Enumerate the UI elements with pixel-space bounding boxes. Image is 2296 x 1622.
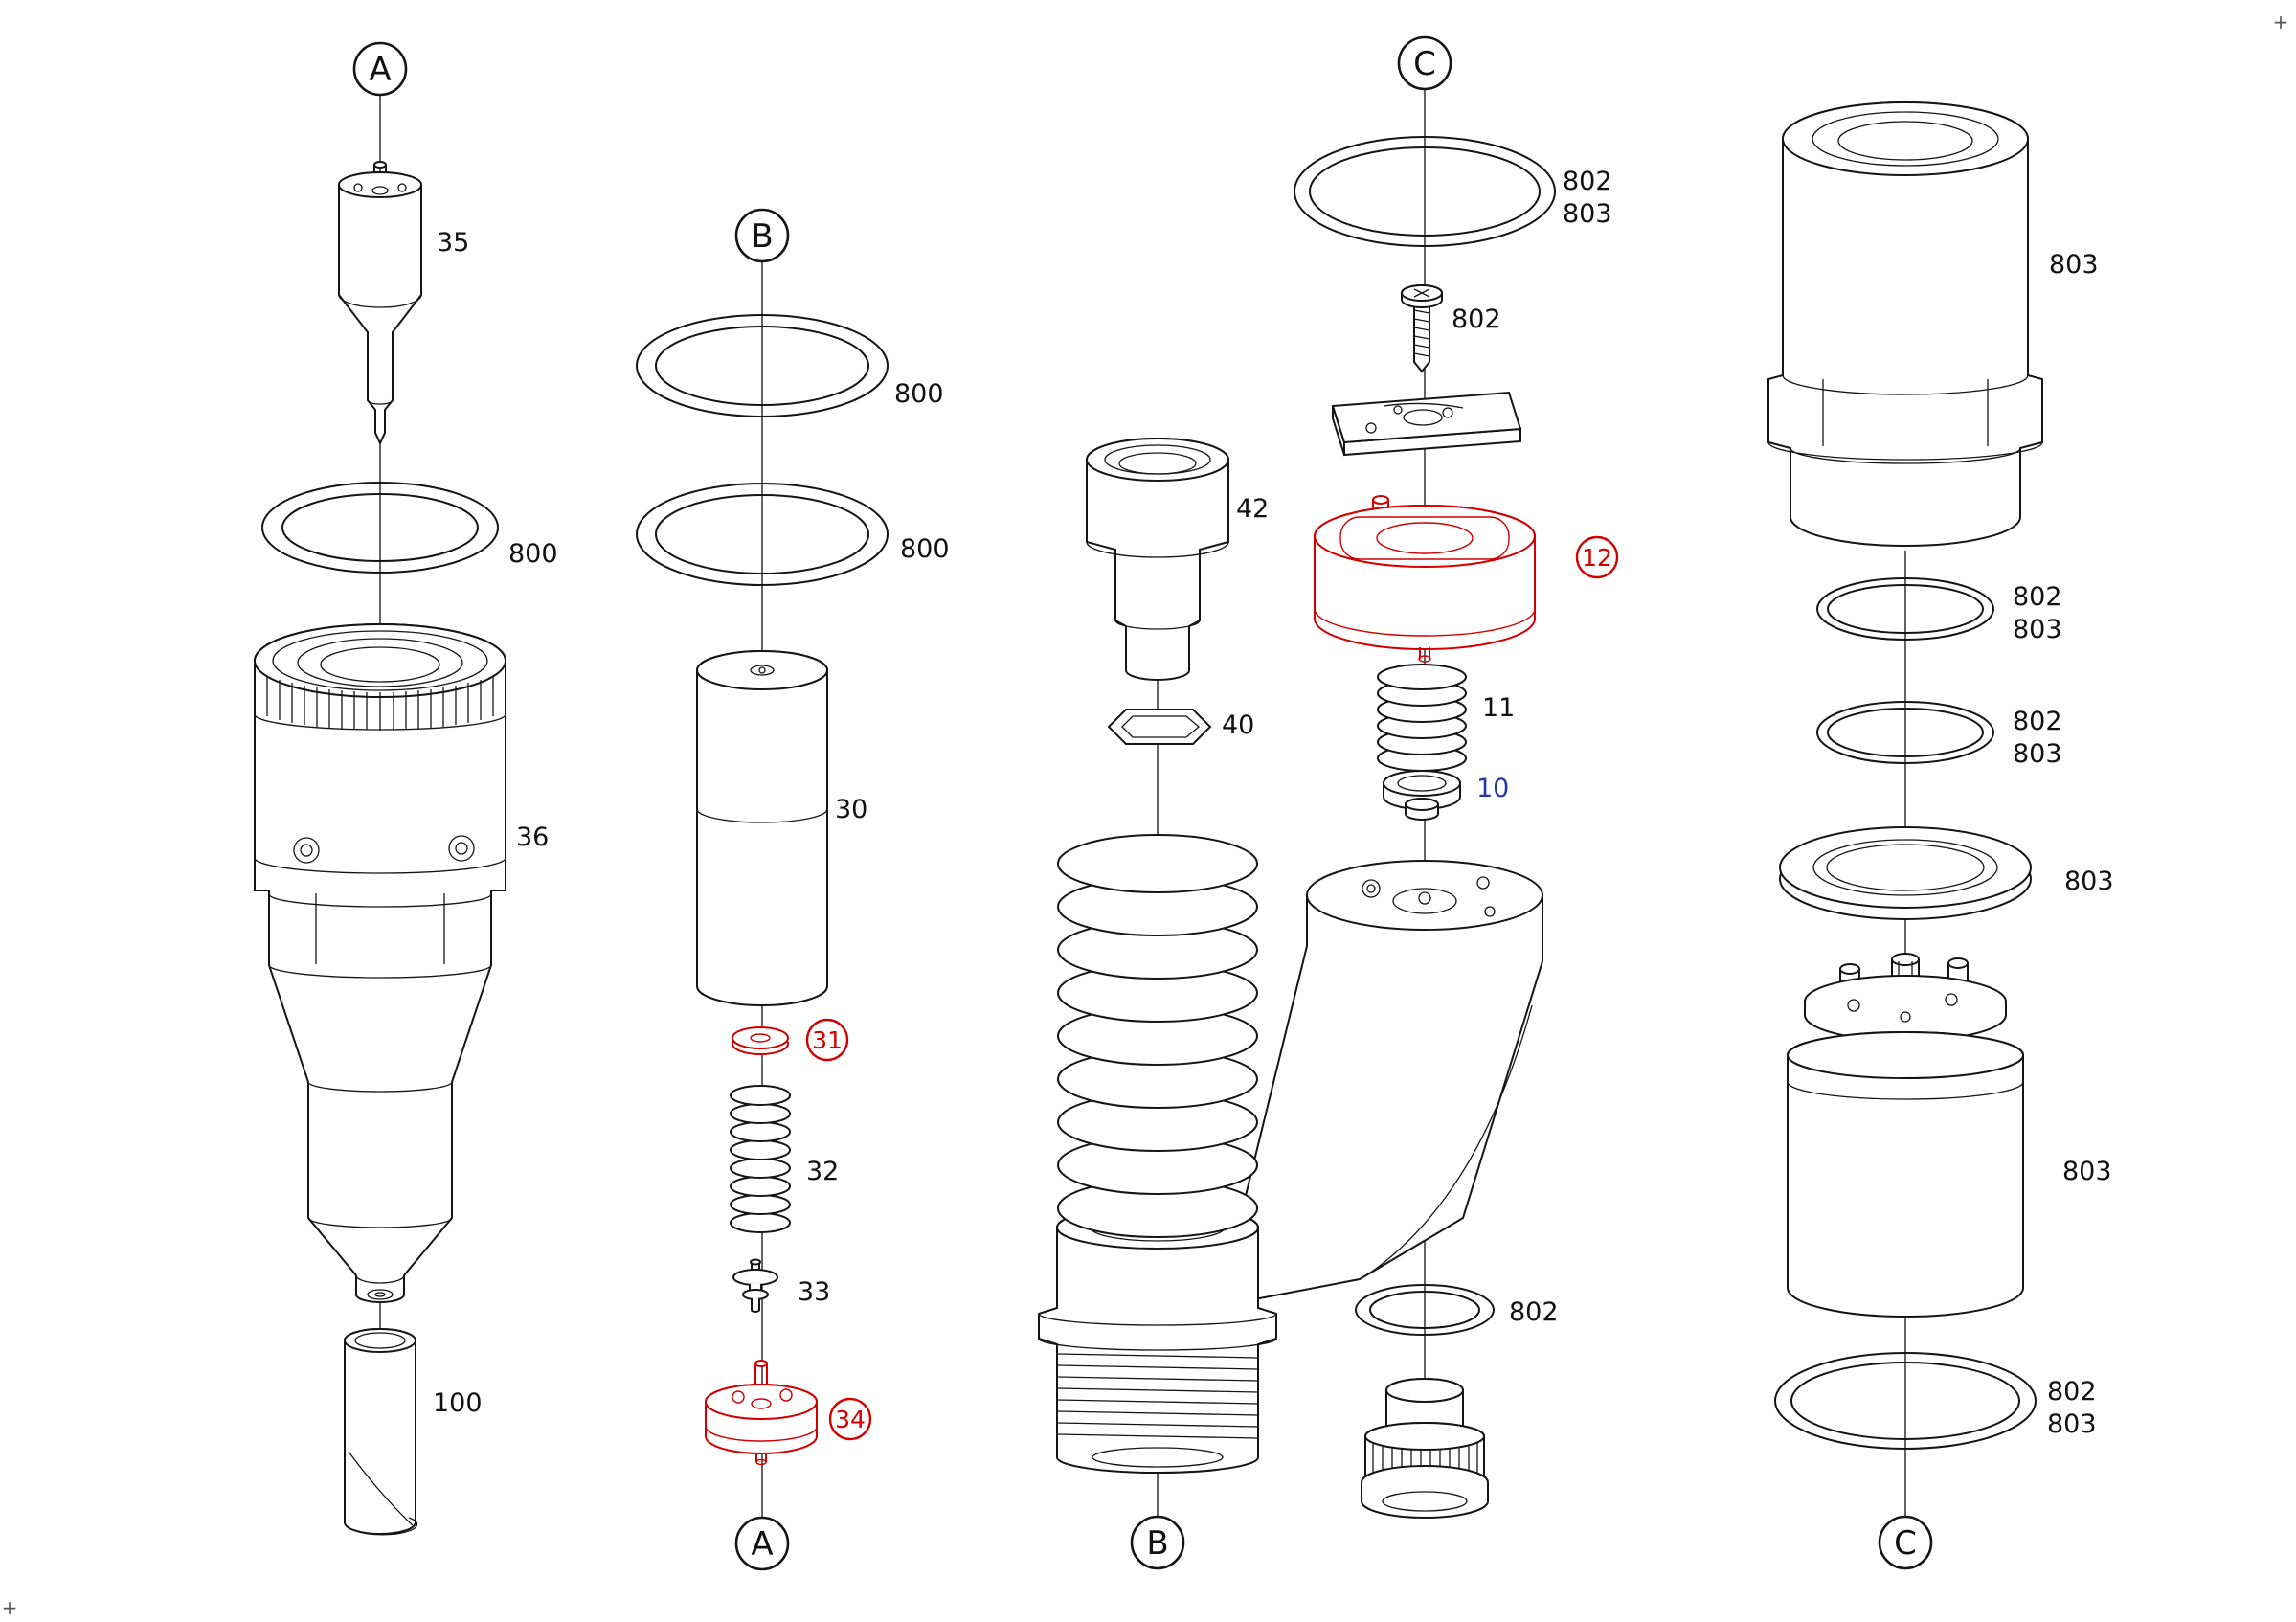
label-cap-803: 803 [2049,250,2099,280]
part-main-spring [1057,834,1258,1238]
label-oring-800-col1: 800 [508,539,558,569]
marker-c-top-label: C [1413,45,1436,83]
part-spring-32 [730,1085,791,1233]
label-oring-802-col4-bottom: 802 [2047,1377,2097,1407]
part-oring-col4-bottom [1774,1352,2037,1450]
part-ring-803 [1779,826,2032,920]
part-oring-802-body [1355,1284,1495,1336]
part-oring-col4-upper [1816,577,1994,641]
label-washer-10: 10 [1476,774,1509,803]
label-spring-32: 32 [806,1157,839,1186]
label-solenoid-803: 803 [2062,1157,2112,1186]
part-adapter-12 [1314,495,1536,663]
marker-b-bottom: B [1130,1515,1185,1570]
label-adapter-12: 12 [1582,544,1612,572]
marker-a-top-label: A [369,51,391,89]
part-oring-top-c [1294,136,1556,247]
marker-a-bottom: A [734,1516,790,1571]
part-oring-800-col1 [261,482,499,574]
label-oring-803-ctop: 803 [1563,199,1612,229]
label-oring-802-body: 802 [1509,1297,1559,1327]
label-connector-42: 42 [1236,494,1269,524]
corner-mark-top-right: + [2273,11,2289,34]
label-oring-800-col2-top: 800 [894,379,944,409]
marker-b-top: B [734,208,790,263]
part-valve-plate-34 [705,1360,818,1466]
part-body-lower-cylinder [1038,1205,1277,1474]
label-shim-31: 31 [812,1026,843,1054]
marker-b-bottom-label: B [1146,1524,1168,1563]
label-oring-800-col2-mid: 800 [900,534,950,564]
part-screw-802 [1401,284,1443,373]
label-oring-802-col4-upper: 802 [2013,582,2062,612]
part-retaining-nut-36 [254,623,506,1303]
part-pin-33 [732,1258,778,1313]
part-body-arm [1228,860,1543,1306]
part-shim-31 [732,1026,789,1055]
label-valve-plate-34: 34 [835,1406,866,1433]
part-valve-body-30 [696,650,828,1006]
marker-c-top: C [1397,35,1452,91]
label-sleeve-100: 100 [433,1388,483,1418]
part-washer-10 [1383,770,1461,821]
part-solenoid-803 [1787,953,2024,1318]
marker-a-top: A [352,41,408,97]
part-sleeve-100 [344,1328,418,1536]
part-oring-800-col2-mid [636,483,889,586]
label-pin-33: 33 [798,1277,830,1307]
label-screw-802: 802 [1452,304,1501,334]
callout-shim-31: 31 [805,1018,849,1062]
label-oring-803-col4-bottom: 803 [2047,1409,2097,1439]
label-oring-803-col4-upper: 803 [2013,615,2062,644]
label-valve-body-30: 30 [835,795,867,824]
part-oring-col4-mid [1816,701,1994,764]
marker-c-bottom-label: C [1894,1524,1917,1563]
label-nozzle-35: 35 [437,228,469,258]
callout-adapter-12: 12 [1575,535,1619,579]
label-ring-803: 803 [2064,867,2114,896]
part-clip-40 [1107,709,1212,745]
label-oring-802-ctop: 802 [1563,167,1612,196]
label-spring-11: 11 [1482,693,1515,723]
label-clip-40: 40 [1222,710,1254,740]
label-oring-802-col4-mid: 802 [2013,707,2062,736]
marker-c-bottom: C [1878,1515,1933,1570]
part-plug [1361,1378,1489,1519]
marker-b-top-label: B [751,217,773,256]
callout-valve-plate-34: 34 [828,1397,872,1441]
part-cap-803 [1767,101,2043,547]
marker-a-bottom-label: A [751,1525,773,1564]
part-spring-11 [1377,664,1467,772]
part-connector-42 [1086,438,1229,681]
label-nut-36: 36 [516,822,549,852]
label-oring-803-col4-mid: 803 [2013,739,2062,769]
part-plate [1331,391,1522,457]
part-nozzle-35 [338,161,422,446]
corner-mark-bottom-left: + [2,1596,18,1619]
part-oring-800-col2-top [636,314,889,417]
